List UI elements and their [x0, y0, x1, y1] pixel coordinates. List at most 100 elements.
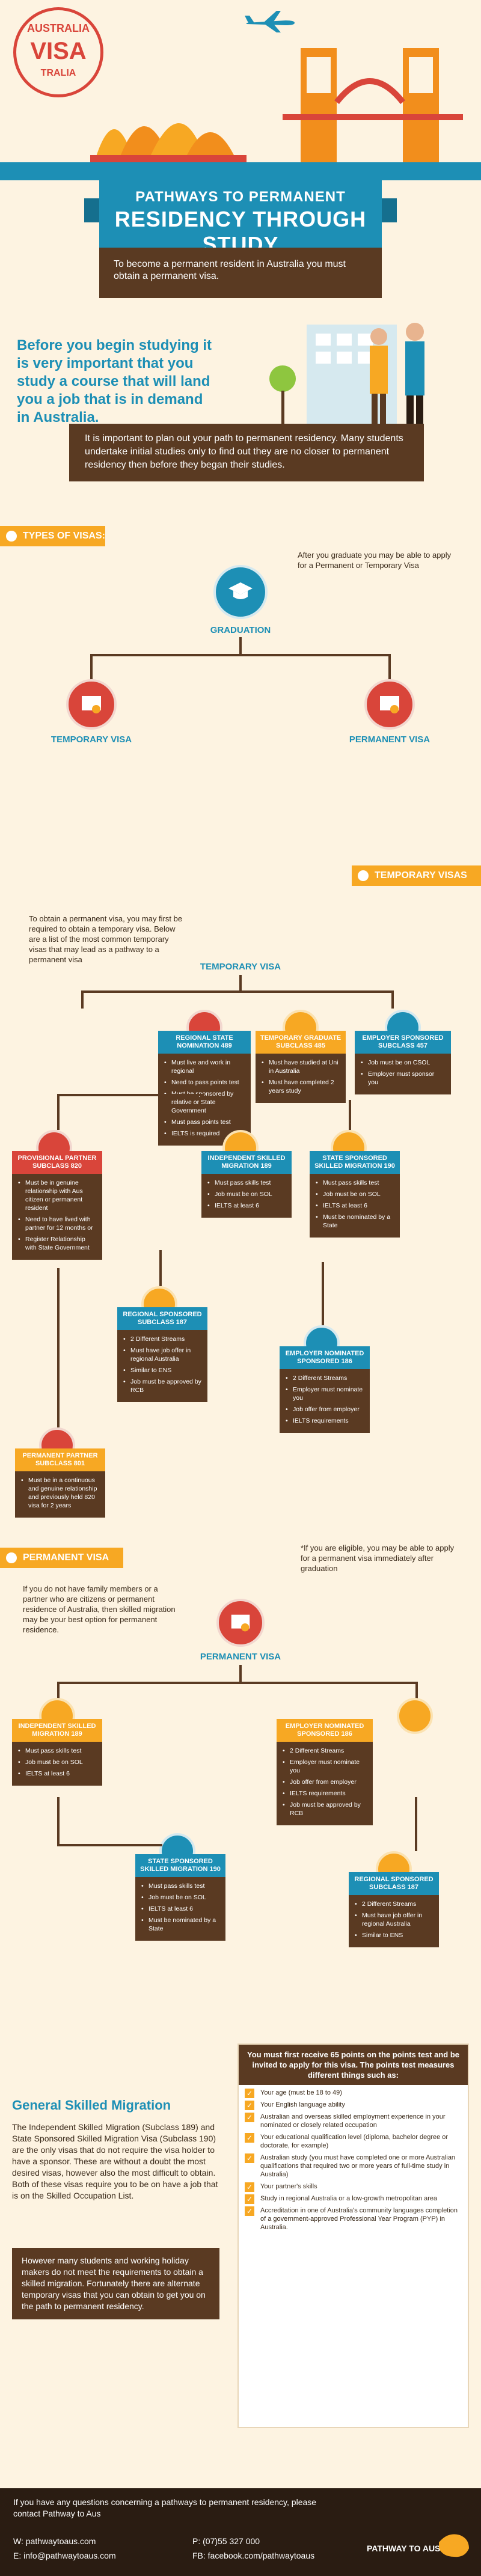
- card-item: IELTS is required: [164, 1129, 245, 1138]
- connector: [57, 1844, 162, 1846]
- card-title: STATE SPONSORED SKILLED MIGRATION 190: [310, 1151, 400, 1174]
- permanent-note: *If you are eligible, you may be able to…: [301, 1543, 455, 1573]
- graduation-cap-icon: [228, 582, 253, 599]
- connector: [90, 654, 93, 681]
- connector: [57, 1094, 60, 1130]
- visa-card: STATE SPONSORED SKILLED MIGRATION 190 Mu…: [310, 1151, 400, 1238]
- card-item: Job must be approved by RCB: [283, 1801, 367, 1818]
- footer-facebook[interactable]: FB: facebook.com/pathwaytoaus: [192, 2551, 315, 2560]
- card-title: EMPLOYER SPONSORED SUBCLASS 457: [355, 1031, 451, 1054]
- card-item: Must be nominated by a State: [316, 1213, 394, 1230]
- card-item: Must pass skills test: [207, 1179, 286, 1187]
- points-item-text: Your English language ability: [260, 2101, 345, 2108]
- temporary-root-label: TEMPORARY VISA: [200, 962, 281, 972]
- visa-card: STATE SPONSORED SKILLED MIGRATION 190 Mu…: [135, 1854, 225, 1941]
- card-body: Must be in a continuous and genuine rela…: [15, 1471, 105, 1518]
- water: [0, 162, 481, 180]
- card-body: 2 Different Streams Employer must nomina…: [277, 1742, 373, 1825]
- connector: [90, 654, 391, 656]
- certificate-icon: [82, 696, 101, 713]
- plan-box: It is important to plan out your path to…: [69, 424, 424, 481]
- connector: [349, 1100, 351, 1130]
- card-title: PERMANENT PARTNER SUBCLASS 801: [15, 1448, 105, 1471]
- card-title: INDEPENDENT SKILLED MIGRATION 189: [12, 1719, 102, 1742]
- card-item: Must live and work in regional: [164, 1058, 245, 1075]
- check-icon: ✓: [245, 2101, 254, 2110]
- visa-card: REGIONAL SPONSORED SUBCLASS 187 2 Differ…: [349, 1872, 439, 1947]
- card-body: Must have studied at Uni in Australia Mu…: [256, 1054, 346, 1103]
- permanent-node: [364, 679, 415, 730]
- card-item: IELTS at least 6: [207, 1201, 286, 1210]
- footer-phone[interactable]: P: (07)55 327 000: [192, 2536, 260, 2546]
- header-illustration: AUSTRALIA VISA TRALIA: [0, 0, 481, 180]
- card-item: IELTS at least 6: [141, 1905, 219, 1913]
- check-icon: ✓: [245, 2089, 254, 2098]
- lead-question: Before you begin studying it is very imp…: [17, 337, 212, 426]
- card-item: IELTS requirements: [286, 1417, 364, 1425]
- check-icon: ✓: [245, 2194, 254, 2204]
- points-heading: You must first receive 65 points on the …: [239, 2045, 468, 2085]
- connector: [240, 1100, 243, 1130]
- card-item: Register Relationship with State Governm…: [18, 1235, 96, 1252]
- card-item: Must be in a continuous and genuine rela…: [21, 1476, 99, 1510]
- temporary-tag: TEMPORARY VISAS: [352, 865, 481, 886]
- points-box: You must first receive 65 points on the …: [237, 2043, 469, 2428]
- card-body: Must pass skills test Job must be on SOL…: [135, 1877, 225, 1941]
- card-item: Must pass skills test: [141, 1882, 219, 1890]
- card-item: Job offer from employer: [286, 1405, 364, 1414]
- footer: If you have any questions concerning a p…: [0, 2488, 481, 2576]
- check-icon: ✓: [245, 2206, 254, 2216]
- visa-card: REGIONAL SPONSORED SUBCLASS 187 2 Differ…: [117, 1307, 207, 1402]
- card-title: PROVISIONAL PARTNER SUBCLASS 820: [12, 1151, 102, 1174]
- check-icon: ✓: [245, 2182, 254, 2192]
- card-title: REGIONAL STATE NOMINATION 489: [158, 1031, 251, 1054]
- intro-box: To become a permanent resident in Austra…: [99, 248, 382, 298]
- check-icon: ✓: [245, 2133, 254, 2143]
- card-item: IELTS at least 6: [316, 1201, 394, 1210]
- card-item: 2 Different Streams: [355, 1900, 433, 1908]
- connector: [239, 1665, 242, 1683]
- permanent-root-label: PERMANENT VISA: [200, 1652, 281, 1662]
- card-item: Must pass points test: [164, 1118, 245, 1126]
- card-icon: [397, 1698, 433, 1734]
- visa-card: PROVISIONAL PARTNER SUBCLASS 820 Must be…: [12, 1151, 102, 1260]
- connector: [81, 990, 394, 993]
- connector: [388, 654, 391, 681]
- card-body: Must pass skills test Job must be on SOL…: [12, 1742, 102, 1786]
- card-item: Employer must nominate you: [283, 1758, 367, 1775]
- stamp-sub: TRALIA: [40, 68, 76, 78]
- card-body: 2 Different Streams Must have job offer …: [349, 1895, 439, 1947]
- permanent-intro: If you do not have family members or a p…: [23, 1584, 176, 1634]
- visa-card: REGIONAL STATE NOMINATION 489 Must live …: [158, 1031, 251, 1146]
- card-item: Must have job offer in regional Australi…: [123, 1346, 201, 1363]
- card-item: 2 Different Streams: [286, 1374, 364, 1382]
- opera-house-icon: [90, 123, 247, 162]
- connector: [159, 1250, 162, 1286]
- tag-dot: [6, 1552, 17, 1563]
- temporary-label: TEMPORARY VISA: [51, 734, 132, 745]
- airplane-icon: [245, 11, 295, 32]
- students-illustration: [269, 323, 424, 433]
- gsm-paragraph-2: However many students and working holida…: [12, 2248, 219, 2319]
- card-title: REGIONAL SPONSORED SUBCLASS 187: [349, 1872, 439, 1895]
- connector: [415, 1682, 418, 1700]
- card-item: Similar to ENS: [355, 1931, 433, 1940]
- points-item: ✓Study in regional Australia or a low-gr…: [245, 2194, 462, 2204]
- graduation-node: [213, 565, 268, 619]
- footer-email[interactable]: E: info@pathwaytoaus.com: [13, 2551, 116, 2560]
- card-body: Must pass skills test Job must be on SOL…: [201, 1174, 292, 1218]
- card-item: Job must be on CSOL: [361, 1058, 445, 1067]
- card-title: TEMPORARY GRADUATE SUBCLASS 485: [256, 1031, 346, 1054]
- card-body: 2 Different Streams Employer must nomina…: [280, 1369, 370, 1433]
- connector: [57, 1682, 60, 1700]
- temporary-intro: To obtain a permanent visa, you may firs…: [29, 914, 183, 964]
- permanent-root-node: [216, 1599, 265, 1647]
- points-item: ✓Accreditation in one of Australia's com…: [245, 2206, 462, 2232]
- card-item: Must be in genuine relationship with Aus…: [18, 1179, 96, 1212]
- footer-web[interactable]: W: pathwaytoaus.com: [13, 2536, 96, 2546]
- card-body: Job must be on CSOL Employer must sponso…: [355, 1054, 451, 1094]
- permanent-label: PERMANENT VISA: [349, 734, 430, 745]
- types-note: After you graduate you may be able to ap…: [298, 551, 452, 570]
- card-item: Similar to ENS: [123, 1366, 201, 1375]
- check-icon: ✓: [245, 2153, 254, 2163]
